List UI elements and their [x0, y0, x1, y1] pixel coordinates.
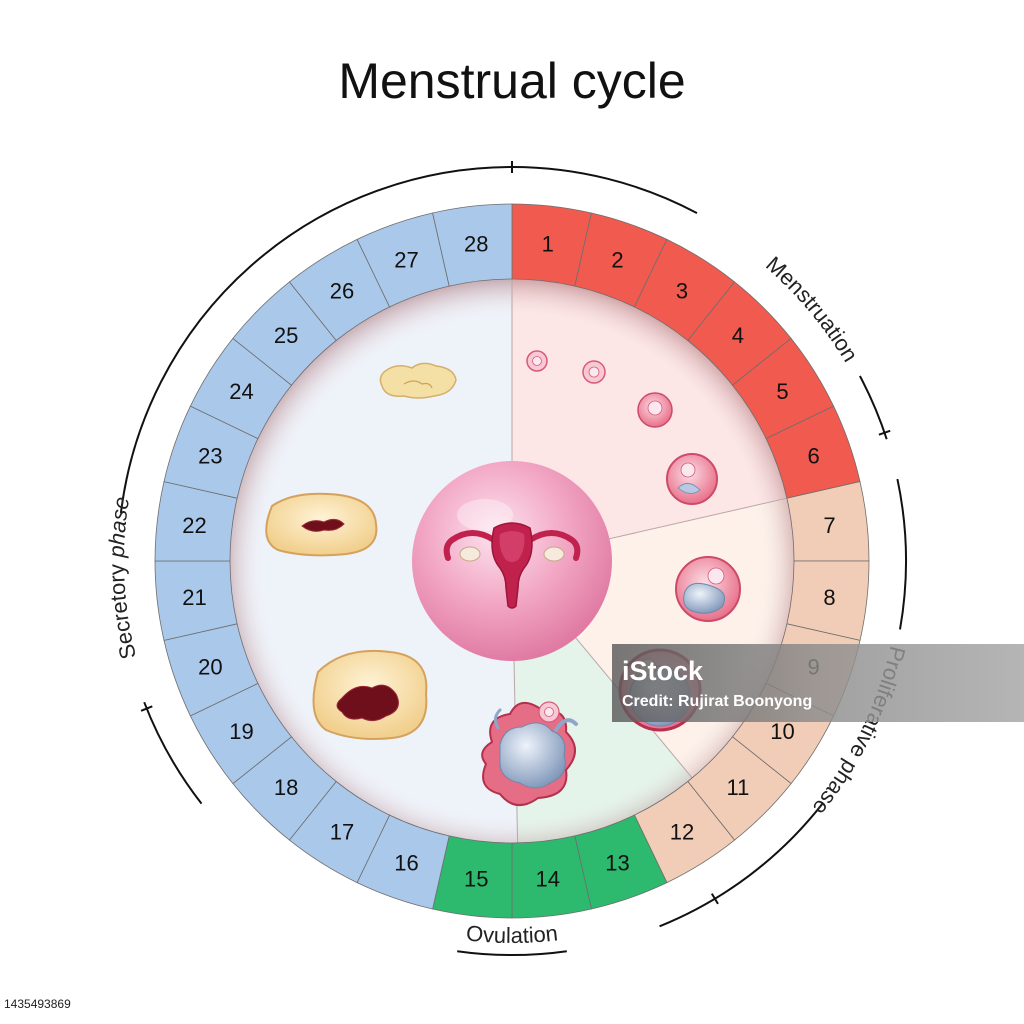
uterus-icon: [412, 461, 612, 661]
follicle-icon: [526, 350, 718, 505]
corpus-luteum-icon: [265, 492, 378, 557]
day-number: 25: [274, 323, 298, 348]
ovulation-label: Ovulation: [465, 920, 559, 948]
day-number: 23: [198, 444, 222, 469]
phase-arc: [511, 166, 698, 214]
day-number: 14: [536, 867, 560, 892]
day-number: 7: [823, 513, 835, 538]
day-number: 24: [229, 379, 253, 404]
follicle-icon: [675, 556, 741, 622]
phase-arc: [859, 375, 888, 440]
day-number: 19: [229, 719, 253, 744]
ovulation-icon: [481, 701, 578, 806]
day-number: 21: [182, 585, 206, 610]
day-number: 2: [611, 247, 623, 272]
phase-arc: [143, 701, 203, 805]
watermark-logo: iStock: [622, 656, 704, 686]
day-number: 26: [330, 279, 354, 304]
day-number: 10: [770, 719, 794, 744]
day-number: 16: [394, 851, 418, 876]
day-number: 27: [394, 247, 418, 272]
day-ring: 1234567891011121314151617181920212223242…: [154, 203, 870, 919]
day-number: 18: [274, 775, 298, 800]
day-number: 11: [726, 775, 749, 800]
watermark-credit: Credit: Rujirat Boonyong: [622, 693, 812, 710]
day-number: 3: [676, 279, 688, 304]
secretory-label: Secretory phase: [104, 495, 141, 662]
corpus-luteum-icon: [379, 362, 457, 399]
day-number: 28: [464, 232, 488, 257]
day-number: 4: [732, 323, 744, 348]
phase-arc: [119, 166, 513, 514]
day-number: 20: [198, 655, 222, 680]
day-number: 13: [605, 851, 629, 876]
corpus-luteum-icon: [312, 649, 428, 740]
phase-tick: [710, 893, 719, 905]
phase-arc: [896, 478, 907, 630]
day-number: 8: [823, 585, 835, 610]
sector-divider: [607, 497, 788, 540]
stock-id: 1435493869: [4, 997, 71, 1011]
day-number: 17: [330, 820, 354, 845]
phase-tick: [878, 429, 891, 436]
day-number: 5: [776, 379, 788, 404]
page-title: Menstrual cycle: [338, 53, 685, 109]
day-number: 1: [542, 232, 554, 257]
day-cell: [432, 203, 513, 287]
phase-arc: [659, 802, 824, 928]
phase-tick: [140, 705, 153, 712]
phase-arc: [457, 950, 567, 956]
day-number: 6: [807, 444, 819, 469]
day-number: 12: [670, 820, 694, 845]
day-number: 22: [182, 513, 206, 538]
day-number: 15: [464, 867, 488, 892]
watermark-band: iStock Credit: Rujirat Boonyong: [612, 644, 1024, 722]
